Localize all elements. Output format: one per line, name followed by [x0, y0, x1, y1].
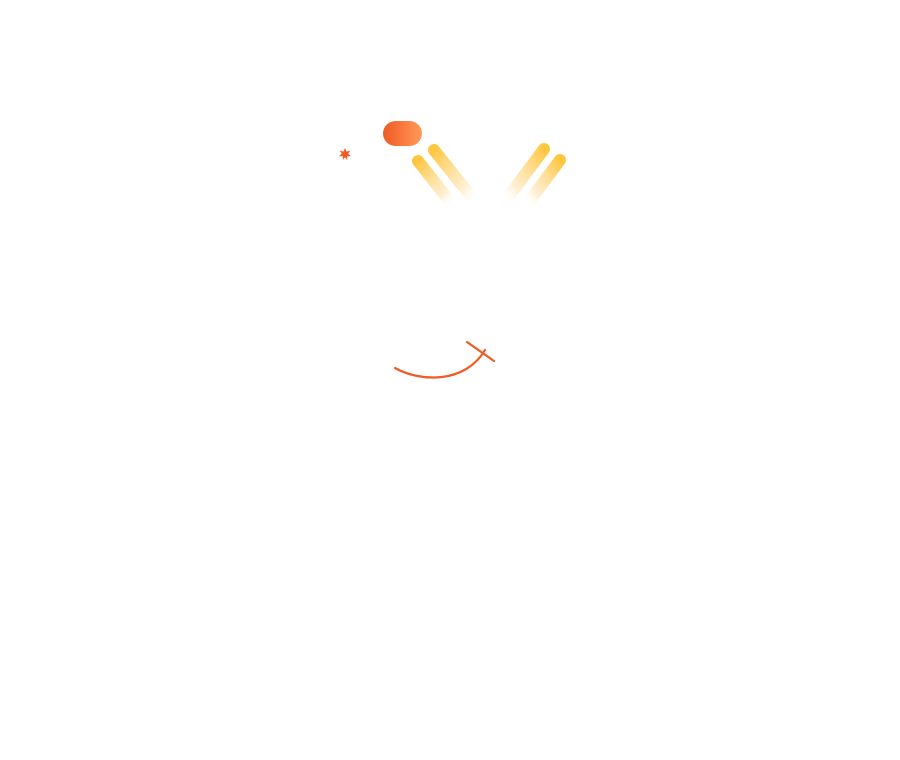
rays-left-icon	[412, 144, 480, 210]
pill-shape	[383, 121, 422, 146]
sparkle-icon	[339, 148, 351, 160]
rays-right-icon	[500, 143, 566, 209]
smile-arrow-icon	[393, 340, 496, 379]
